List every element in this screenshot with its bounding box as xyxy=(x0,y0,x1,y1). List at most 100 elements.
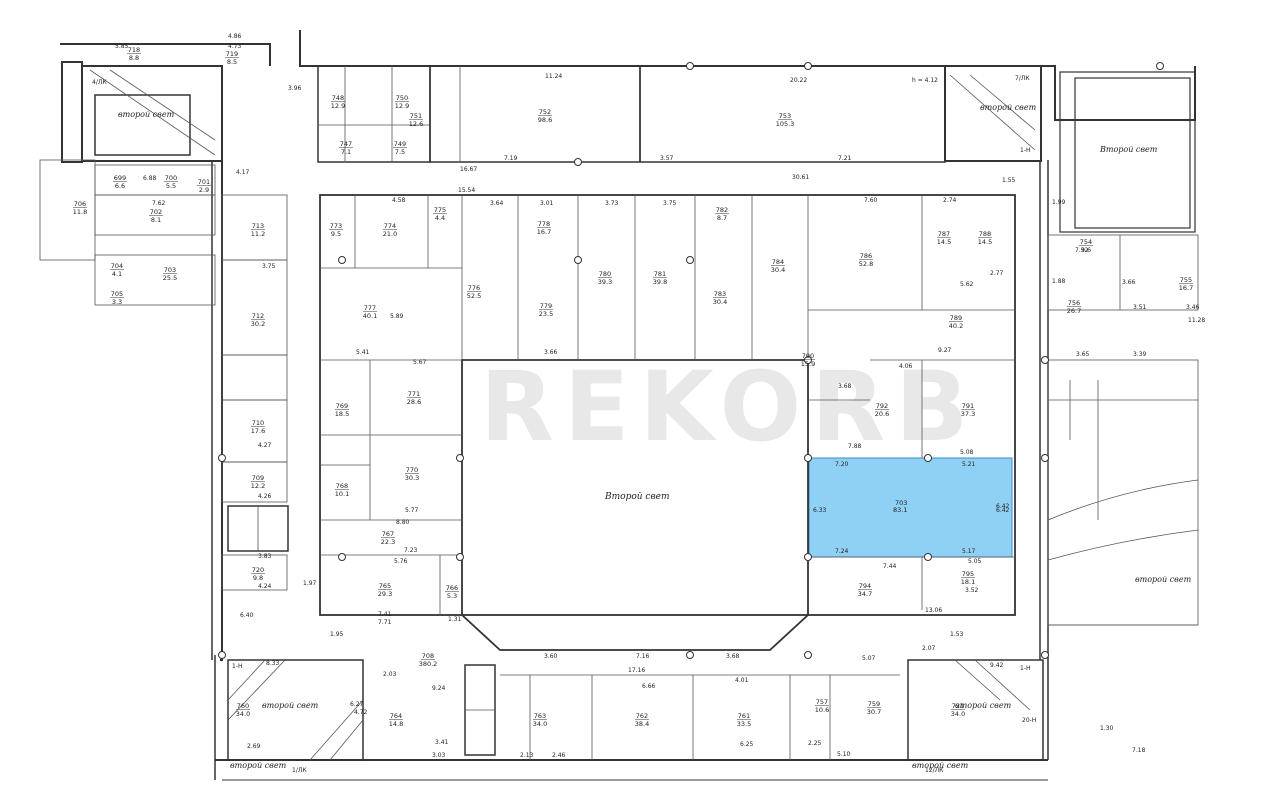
dimension-label: 7.60 xyxy=(864,197,878,204)
room-number: 709 xyxy=(252,474,264,482)
room-number: 752 xyxy=(539,108,551,116)
dimension-label: 3.66 xyxy=(544,349,558,356)
svg-text:5.17: 5.17 xyxy=(962,548,976,555)
dimension-label: 1.30 xyxy=(1100,725,1114,732)
room-area: 16.7 xyxy=(1179,284,1193,292)
room-area: 34.0 xyxy=(533,720,547,728)
room-area: 10.6 xyxy=(815,706,829,714)
room-number: 755 xyxy=(1180,276,1192,284)
room-area: 10.1 xyxy=(335,490,349,498)
dimension-label: 3.39 xyxy=(1133,351,1147,358)
dimension-label: 6.27 xyxy=(350,701,364,708)
room-number: 754 xyxy=(1080,238,1092,246)
ne-hall-label: Второй свет xyxy=(1099,145,1158,154)
room-number: 792 xyxy=(876,402,888,410)
dimension-label: 3.51 xyxy=(1133,304,1147,311)
dimension-label: 1.99 xyxy=(1052,199,1066,206)
room-area: 14.5 xyxy=(937,238,951,246)
dimension-label: 3.46 xyxy=(1186,304,1200,311)
highlighted-unit[interactable]: 703 83.1 7.20 5.21 7.24 5.17 6.33 6.42 xyxy=(808,457,1013,558)
dimension-label: 6.40 xyxy=(240,612,254,619)
dimension-label: 5.89 xyxy=(390,313,404,320)
dimension-label: 7.71 xyxy=(378,619,392,626)
room-number: 789 xyxy=(950,314,962,322)
dimension-label: 11.24 xyxy=(545,73,562,80)
top-rooms xyxy=(317,65,946,163)
room-area: 25.5 xyxy=(163,274,177,282)
dimension-label: 5.05 xyxy=(968,558,982,565)
dimension-label: 5.41 xyxy=(356,349,370,356)
svg-text:4/ЛК: 4/ЛК xyxy=(92,79,107,86)
room-area: 37.3 xyxy=(961,410,975,418)
dimension-label: 7.41 xyxy=(378,611,392,618)
room-number: 779 xyxy=(540,302,552,310)
dimension-label: 3.52 xyxy=(965,587,979,594)
room-number: 781 xyxy=(654,270,666,278)
svg-text:1-Н: 1-Н xyxy=(1020,665,1031,672)
room-number: 757 xyxy=(816,698,828,706)
